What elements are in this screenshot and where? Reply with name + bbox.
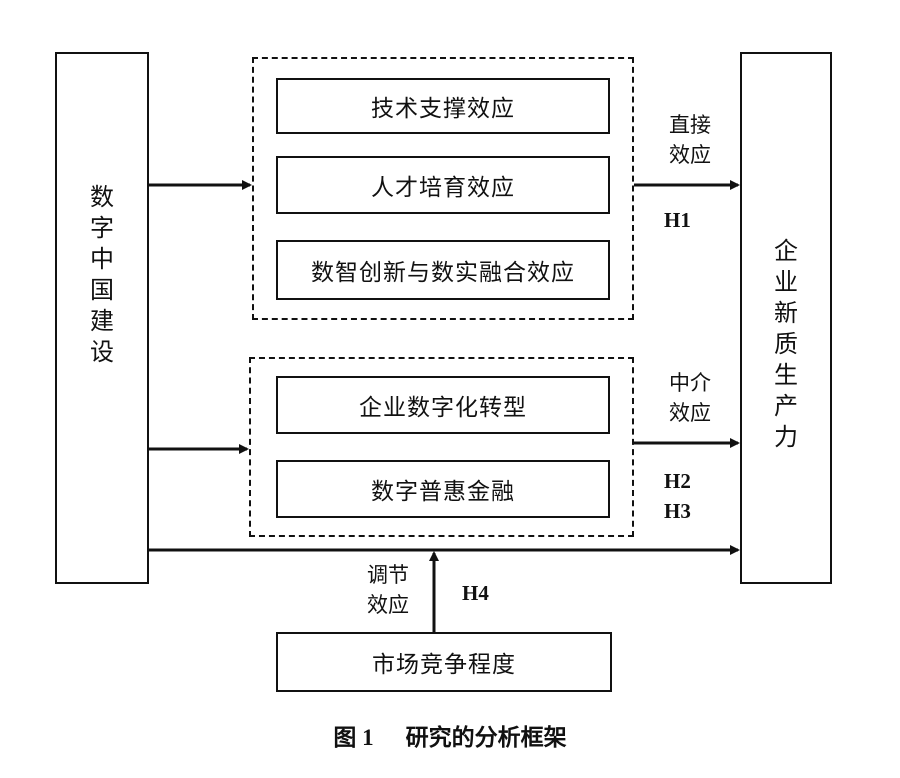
digital-china-label: 数字中国建设 bbox=[90, 183, 114, 366]
figure-caption: 图 1 研究的分析框架 bbox=[0, 718, 900, 752]
mediation-effect-label: 中介 效应 bbox=[660, 368, 720, 428]
new-quality-productivity-box: 企业新质生产力 bbox=[740, 52, 832, 584]
mediation-label-line1: 中介 bbox=[669, 371, 711, 395]
mediation-item-2: 数字普惠金融 bbox=[276, 460, 610, 518]
h4-label: H4 bbox=[462, 581, 489, 605]
h1-label: H1 bbox=[664, 208, 691, 232]
h3-label: H3 bbox=[664, 499, 691, 523]
new-quality-productivity-label: 企业新质生产力 bbox=[774, 237, 798, 451]
figure-number: 图 1 bbox=[333, 725, 374, 750]
moderation-label-line2: 效应 bbox=[367, 593, 409, 617]
direct-effect-item-2: 人才培育效应 bbox=[276, 156, 610, 214]
digital-china-box: 数字中国建设 bbox=[55, 52, 149, 584]
h2-label: H2 bbox=[664, 469, 691, 493]
mediation-item-1: 企业数字化转型 bbox=[276, 376, 610, 434]
direct-effect-group bbox=[252, 57, 634, 320]
direct-effect-label: 直接 效应 bbox=[660, 110, 720, 170]
direct-label-line1: 直接 bbox=[669, 113, 711, 137]
direct-effect-item-3: 数智创新与数实融合效应 bbox=[276, 240, 610, 300]
figure-title: 研究的分析框架 bbox=[405, 725, 567, 751]
mediation-label-line2: 效应 bbox=[669, 401, 711, 425]
direct-effect-item-1: 技术支撑效应 bbox=[276, 78, 610, 134]
market-competition-box: 市场竞争程度 bbox=[276, 632, 612, 692]
moderation-label-line1: 调节 bbox=[367, 563, 409, 587]
direct-label-line2: 效应 bbox=[669, 143, 711, 167]
moderation-effect-label: 调节 效应 bbox=[358, 560, 418, 620]
mediation-effect-group bbox=[249, 357, 634, 537]
